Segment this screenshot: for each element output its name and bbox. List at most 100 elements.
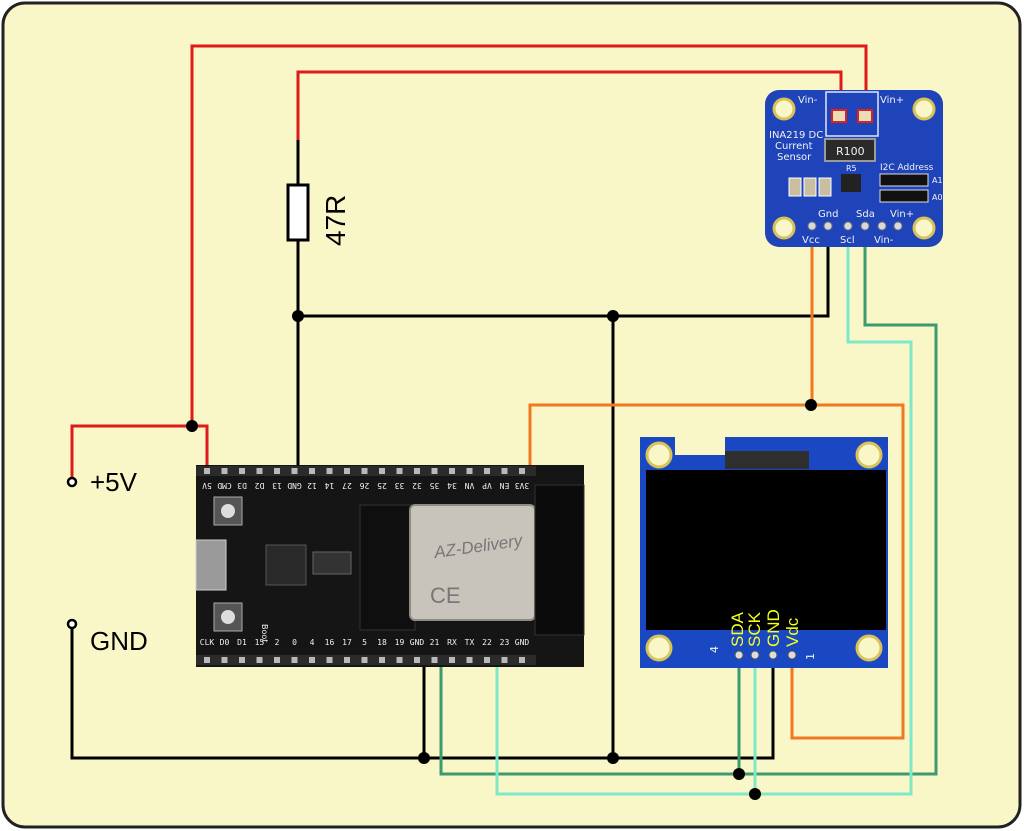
esp32-top-pin-label-14: 34 — [447, 481, 457, 490]
esp32-top-pin-7 — [326, 468, 333, 474]
wire-5v-terminal — [70, 424, 209, 480]
wire-5v-to-vin-plus — [190, 44, 868, 425]
esp32-top-pin-label-3: D2 — [255, 481, 265, 490]
oled-label-vdc: Vdc — [783, 617, 802, 647]
ina219-mount-hole-bl — [772, 216, 796, 240]
esp32-top-pin-label-2: D3 — [237, 481, 247, 490]
oled-board: 4 1 SDA SCK GND Vdc — [640, 437, 888, 668]
wire-resistor-to-vin-minus — [296, 70, 843, 140]
esp32-top-pin-label-6: 12 — [307, 481, 317, 490]
esp32-top-pin-11 — [396, 468, 403, 474]
oled-label-sda: SDA — [728, 611, 747, 647]
wire-gnd-bus-top — [298, 245, 830, 318]
esp32-regulator — [312, 551, 352, 575]
esp32-top-pin-label-17: EN — [500, 481, 510, 490]
esp32-bottom-pin-3 — [256, 657, 263, 663]
junction-scl — [749, 788, 761, 800]
esp32-top-pin-label-16: VP — [482, 481, 492, 490]
esp32-top-pin-3 — [256, 468, 263, 474]
oled-label-gnd: GND — [764, 609, 783, 647]
esp32-bottom-pin-label-16: 22 — [482, 638, 492, 647]
esp32-bottom-pin-15 — [466, 657, 473, 663]
ina219-board: Vin- Vin+ INA219 DC Current Sensor R100 … — [765, 90, 943, 247]
esp32-top-pin-13 — [431, 468, 438, 474]
esp32-top-pin-6 — [309, 468, 315, 474]
ina219-title-3: Sensor — [777, 152, 812, 163]
esp32-bottom-pin-label-13: 21 — [430, 638, 440, 647]
ina219-pcb — [765, 90, 943, 247]
esp32-bottom-pin-label-8: 17 — [342, 638, 352, 647]
label-5v: +5V — [90, 467, 138, 497]
esp32-bottom-pin-9 — [361, 657, 368, 663]
esp32-top-pin-label-8: 27 — [342, 481, 352, 490]
esp32-antenna — [534, 484, 585, 636]
label-gnd: GND — [90, 626, 148, 656]
esp32-bottom-pin-10 — [379, 657, 385, 663]
orange-wires — [528, 245, 905, 740]
ina219-title-2: Current — [775, 141, 813, 152]
esp32-top-pin-18 — [519, 468, 525, 474]
oled-flex-connector — [725, 451, 809, 469]
esp32-top-pin-14 — [449, 468, 455, 474]
esp32-top-pin-label-10: 25 — [377, 481, 387, 490]
ina219-addr-pad-a1 — [879, 173, 929, 187]
ina219-mount-hole-tr — [912, 97, 936, 121]
esp32-top-pin-15 — [466, 468, 473, 474]
esp32-top-pin-label-4: 13 — [272, 481, 282, 490]
oled-pin1: 1 — [804, 653, 817, 660]
oled-screen — [646, 470, 886, 630]
ina219-terminal-vin-minus — [831, 109, 847, 123]
esp32-top-pin-label-0: 5V — [202, 481, 212, 490]
esp32-top-pin-4 — [274, 468, 280, 474]
esp32-top-pin-8 — [344, 468, 350, 474]
ina219-shunt-resistor — [824, 138, 876, 162]
esp32-bottom-pin-label-0: CLK — [200, 638, 215, 647]
ina219-r5: R5 — [846, 164, 857, 173]
esp32-top-pin-label-9: 26 — [360, 481, 370, 490]
ina219-a0: A0 — [932, 193, 943, 202]
junction-5v — [186, 420, 198, 432]
esp32-usb-chip — [265, 544, 307, 586]
esp32-bottom-pin-13 — [431, 657, 438, 663]
esp32-top-pin-1 — [221, 468, 228, 474]
oled-pin4: 4 — [708, 646, 721, 653]
esp32-bottom-pin-label-3: 15 — [255, 638, 265, 647]
ina219-cap-3 — [818, 177, 832, 197]
esp32-bottom-pin-5 — [291, 657, 298, 663]
ina219-title-1: INA219 DC — [769, 130, 823, 141]
wire-3v3-bus — [528, 403, 905, 740]
esp32-bottom-pin-1 — [221, 657, 228, 663]
junction-gnd-top — [607, 310, 619, 322]
oled-hole-tr — [855, 441, 883, 469]
esp32-bottom-pin-0 — [204, 657, 210, 663]
ina219-terminal-block — [825, 91, 879, 137]
esp32-bottom-pin-label-5: 0 — [292, 638, 297, 647]
esp32-top-pin-label-7: 14 — [325, 481, 335, 490]
ina219-addr-pad-a0 — [879, 189, 929, 203]
esp32-bottom-pin-12 — [414, 657, 420, 663]
esp32-top-pin-9 — [361, 468, 368, 474]
oled-hole-tl — [645, 441, 673, 469]
junction-3v3 — [805, 399, 817, 411]
esp32-en-button-cap — [221, 504, 235, 518]
esp32-top-pin-label-1: CMD — [217, 481, 232, 490]
esp32-boot-button-cap — [221, 610, 235, 624]
esp32-module-shield — [409, 504, 536, 621]
esp32-bottom-pin-8 — [344, 657, 350, 663]
junction-gnd-esp — [418, 752, 430, 764]
esp32-bottom-pin-6 — [309, 657, 315, 663]
ina219-shunt-label: R100 — [836, 145, 865, 158]
esp32-usb-connector — [195, 539, 227, 591]
ina219-mount-hole-tl — [772, 97, 796, 121]
esp32-bottom-pin-label-15: TX — [465, 638, 475, 647]
esp32-bottom-pin-label-10: 18 — [377, 638, 387, 647]
esp32-bottom-pin-label-6: 4 — [310, 638, 315, 647]
ina219-header-pins — [807, 221, 903, 231]
ina219-pin-sda: Sda — [856, 209, 875, 220]
esp32-top-pin-5 — [291, 468, 298, 474]
esp32-ce-mark: CE — [430, 583, 461, 608]
